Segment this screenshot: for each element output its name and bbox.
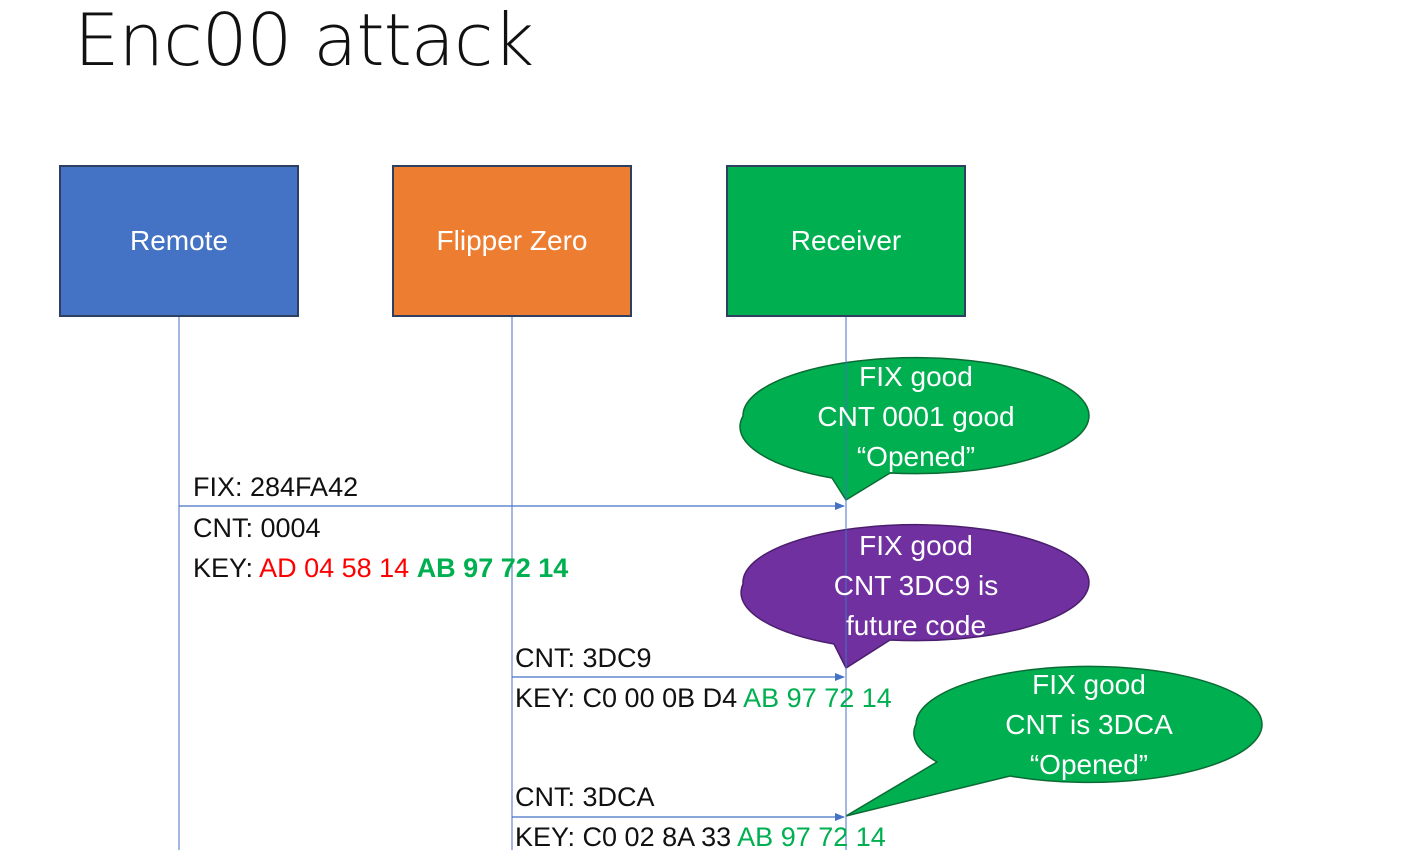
message-1-cnt: CNT: 0004 — [193, 513, 321, 543]
message-3-cnt: CNT: 3DCA — [515, 782, 655, 812]
callout-line: future code — [845, 610, 987, 641]
page-title: Enc00 attack — [74, 0, 534, 82]
message-1-key-prefix: KEY: — [193, 553, 260, 583]
message-1-key-red: AD 04 58 14 — [259, 553, 410, 583]
message-3-key: KEY: C0 02 8A 33 AB 97 72 14 — [515, 820, 886, 854]
message-1-key-green: AB 97 72 14 — [416, 553, 569, 583]
message-3-key-prefix: KEY: C0 02 8A 33 — [515, 822, 738, 852]
actor-receiver-label: Receiver — [790, 225, 902, 256]
message-2-key-green: AB 97 72 14 — [743, 683, 892, 713]
actor-flipper-zero-label: Flipper Zero — [436, 225, 588, 256]
message-1-key: KEY: AD 04 58 14 AB 97 72 14 — [193, 551, 568, 585]
actor-flipper-zero: Flipper Zero — [392, 165, 632, 317]
callout-line: FIX good — [859, 530, 973, 561]
callout-opened-1-text: FIX good CNT 0001 good “Opened” — [766, 357, 1066, 477]
callout-bubble-future-code — [740, 523, 1090, 670]
callout-line: CNT 3DC9 is — [833, 570, 999, 601]
actor-remote-label: Remote — [129, 225, 229, 256]
callout-opened-2-text: FIX good CNT is 3DCA “Opened” — [939, 665, 1239, 785]
callout-line: FIX good — [1032, 669, 1146, 700]
callout-bubble-opened-1 — [739, 356, 1090, 502]
message-1-fix: FIX: 284FA42 — [193, 472, 359, 502]
message-2-key: KEY: C0 00 0B D4 AB 97 72 14 — [515, 681, 892, 715]
callout-line: “Opened” — [856, 441, 976, 472]
callout-bubble-opened-2 — [845, 665, 1263, 817]
actor-remote: Remote — [59, 165, 299, 317]
callout-line: FIX good — [859, 361, 973, 392]
message-2-key-prefix: KEY: C0 00 0B D4 — [515, 683, 744, 713]
callout-future-code-text: FIX good CNT 3DC9 is future code — [766, 526, 1066, 646]
callout-line: CNT 0001 good — [817, 401, 1015, 432]
actor-receiver: Receiver — [726, 165, 966, 317]
message-2-cnt: CNT: 3DC9 — [515, 643, 652, 673]
callout-line: CNT is 3DCA — [1005, 709, 1173, 740]
callout-line: “Opened” — [1029, 749, 1149, 780]
message-3-key-green: AB 97 72 14 — [737, 822, 886, 852]
